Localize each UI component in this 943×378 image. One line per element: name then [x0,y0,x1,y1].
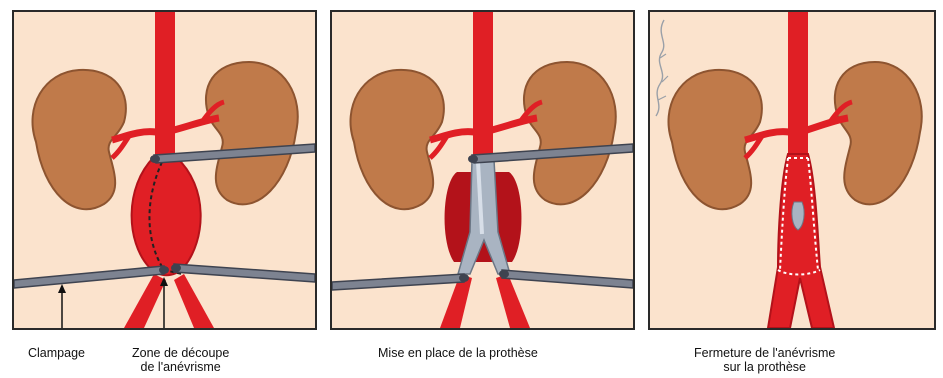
right-kidney [835,62,922,204]
lower-right-clamp [502,270,633,288]
artist-signature [650,12,672,122]
lower-left-clamp-jaw [459,274,469,282]
caption-ferm-line-2: sur la prothèse [694,360,835,374]
caption-clampage-text: Clampage [28,346,85,360]
prosthesis-illustration [332,12,633,328]
aorta-upper [155,12,175,157]
right-iliac-artery [496,274,530,328]
caption-zone-decoupe: Zone de découpe de l'anévrisme [132,346,229,374]
closed-aneurysm-wrap [768,154,834,328]
aneurysm-sac [132,157,201,275]
left-iliac-artery [124,274,166,328]
left-kidney [33,70,126,209]
left-kidney [351,70,444,209]
caption-mise-en-place: Mise en place de la prothèse [378,346,538,360]
clamping-illustration [14,12,315,328]
right-iliac-artery [174,274,214,328]
panel-closure [648,10,936,330]
lower-left-clamp [14,266,164,288]
panel-clamping [12,10,317,330]
lower-right-clamp [174,264,315,282]
caption-zone-line-1: Zone de découpe [132,346,229,360]
caption-fermeture: Fermeture de l'anévrisme sur la prothèse [694,346,835,374]
lower-left-clamp-jaw [159,266,169,274]
lower-right-clamp-jaw [171,264,181,272]
upper-clamp-jaw [468,155,478,163]
right-kidney [524,62,616,204]
panel-prosthesis [330,10,635,330]
caption-ferm-line-1: Fermeture de l'anévrisme [694,346,835,360]
caption-zone-line-2: de l'anévrisme [132,360,229,374]
right-kidney [206,62,298,204]
aorta-upper [473,12,493,157]
lower-left-clamp [332,274,464,290]
aorta-upper [788,12,808,157]
caption-clampage: Clampage [28,346,85,360]
caption-mise-text: Mise en place de la prothèse [378,346,538,360]
closure-illustration [650,12,934,328]
upper-clamp-jaw [150,155,160,163]
lower-right-clamp-jaw [499,270,509,278]
clampage-arrowhead [58,284,66,293]
